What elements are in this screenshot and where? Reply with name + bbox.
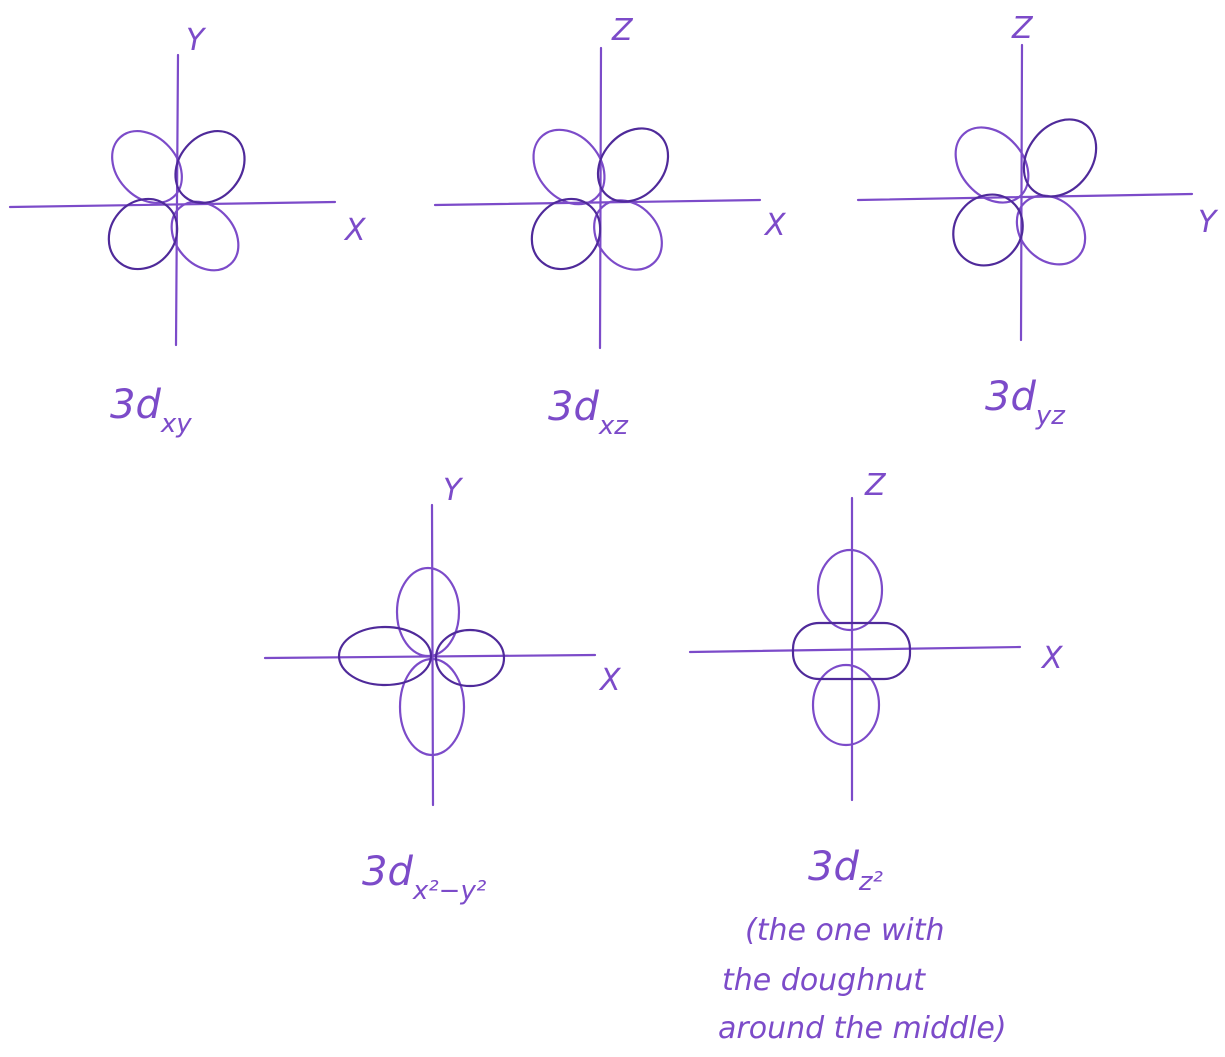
lobe-right-shaded: [434, 628, 506, 688]
vertical-axis: [1019, 43, 1024, 342]
orbital-3dz2: Z X 3dz² (the one with the doughnut arou…: [688, 468, 1064, 1046]
lobe-bottom: [398, 657, 466, 757]
lobe-upper-left: [111, 130, 183, 204]
horizontal-axis: [856, 192, 1194, 202]
vertical-axis: [598, 46, 603, 350]
orbital-label: 3dxz: [548, 384, 629, 441]
lobe-upper-right-shaded: [174, 129, 246, 205]
orbital-3dxz: Z X 3dxz: [433, 13, 787, 441]
axis-label-vertical: Y: [186, 23, 207, 58]
orbital-label-main: 3d: [362, 849, 413, 895]
lobe-lower-left-shaded: [952, 193, 1024, 267]
lobe-upper-left: [532, 128, 606, 206]
orbital-label: 3dz²: [808, 844, 883, 897]
orbital-3dx2y2: Y X 3dx²−y²: [263, 473, 622, 906]
orbital-label: 3dx²−y²: [362, 849, 486, 906]
orbital-label: 3dyz: [985, 374, 1066, 431]
orbital-label-sub: z²: [858, 867, 883, 897]
vertical-axis: [174, 53, 180, 347]
lobe-left-shaded: [337, 625, 433, 687]
orbital-label-main: 3d: [548, 384, 599, 430]
orbital-label: 3dxy: [110, 382, 192, 439]
orbital-label-main: 3d: [985, 374, 1036, 420]
axis-label-vertical: Z: [611, 13, 634, 48]
doughnut-ring-shaded: [791, 621, 912, 681]
note-line-3: around the middle): [718, 1011, 1007, 1046]
orbital-label-main: 3d: [110, 382, 161, 428]
lobe-lower-right: [593, 199, 663, 271]
axis-label-vertical: Z: [864, 468, 887, 503]
axis-label-horizontal: X: [1040, 641, 1064, 676]
lobe-bottom: [811, 663, 881, 747]
orbital-label-sub: x²−y²: [412, 876, 486, 906]
lobe-top: [816, 548, 884, 632]
note-line-1: (the one with: [745, 913, 944, 948]
lobe-upper-left: [954, 126, 1030, 204]
lobe-upper-right-shaded: [1022, 118, 1098, 198]
lobe-upper-right-shaded: [596, 127, 670, 203]
lobe-lower-left-shaded: [530, 197, 602, 271]
horizontal-axis: [688, 645, 1022, 654]
axis-label-vertical: Z: [1011, 11, 1034, 46]
lobe-lower-right: [170, 200, 240, 272]
orbital-label-sub: xy: [160, 409, 192, 439]
orbital-3dyz: Z Y 3dyz: [856, 11, 1219, 431]
axis-label-vertical: Y: [443, 473, 464, 508]
orbital-label-sub: xz: [598, 411, 629, 441]
orbital-label-sub: yz: [1035, 401, 1066, 431]
axis-label-horizontal: X: [763, 208, 787, 243]
note-line-2: the doughnut: [722, 963, 926, 998]
axis-label-horizontal: Y: [1198, 205, 1219, 240]
orbital-3dxy: Y X 3dxy: [8, 23, 367, 439]
axis-label-horizontal: X: [598, 663, 622, 698]
lobe-lower-right: [1015, 194, 1087, 266]
lobe-top: [395, 566, 461, 658]
orbital-label-main: 3d: [808, 844, 859, 890]
horizontal-axis: [8, 200, 337, 209]
axis-label-horizontal: X: [343, 213, 367, 248]
lobe-lower-left-shaded: [107, 197, 179, 271]
horizontal-axis: [433, 198, 762, 207]
